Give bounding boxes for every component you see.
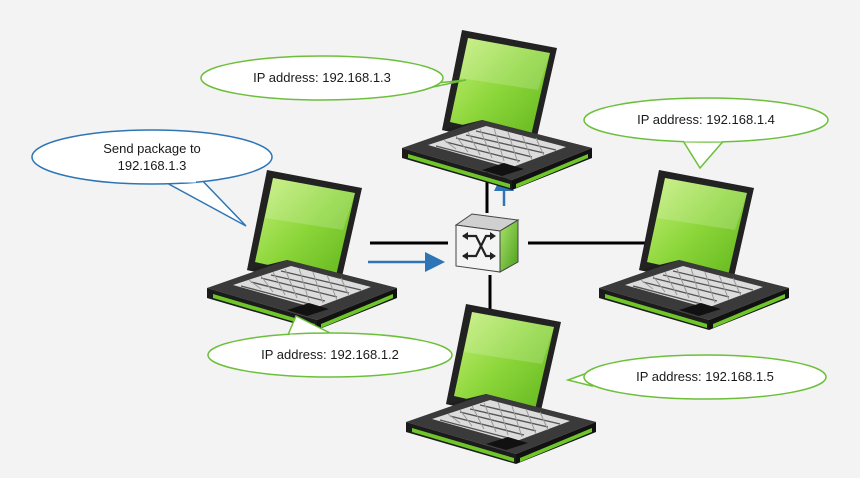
bubble-sender (31, 129, 273, 227)
bubble-top (200, 55, 467, 101)
laptop-icon (598, 169, 790, 331)
bubble-top-text: IP address: 192.168.1.3 (253, 70, 391, 85)
laptop-icon (405, 303, 597, 465)
bubble-right (583, 97, 829, 170)
laptop-icon (401, 29, 593, 191)
bubble-left (207, 314, 453, 378)
bubble-sender-text: Send package to 192.168.1.3 (60, 140, 244, 174)
bubble-sender-line2: 192.168.1.3 (117, 158, 187, 173)
bubble-left-text: IP address: 192.168.1.2 (261, 347, 399, 362)
bubble-bottom (565, 354, 827, 400)
bubble-bottom-text: IP address: 192.168.1.5 (636, 369, 774, 384)
bubble-right-text: IP address: 192.168.1.4 (637, 112, 775, 127)
laptop-icon (206, 169, 398, 331)
bubble-sender-line1: Send package to (103, 141, 201, 156)
network-switch-icon (454, 213, 520, 273)
